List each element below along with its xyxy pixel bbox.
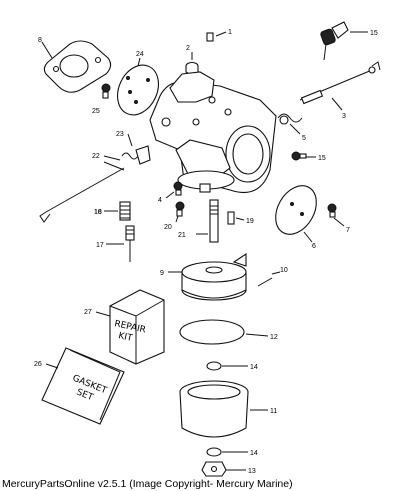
callout-8: 8 [38,37,42,44]
callout-13: 13 [248,468,256,475]
part-lever-15-top [320,21,349,61]
callout-19: 19 [246,218,254,225]
callout-5: 5 [302,135,306,142]
callout-22: 22 [92,153,100,160]
callout-labels: 1 2 3 4 5 6 7 8 9 10 11 12 13 14 14 15 1… [34,29,378,475]
part-washer-14-bottom [206,447,222,457]
callout-2: 2 [186,45,190,52]
part-screw-7 [327,203,337,218]
callout-10: 10 [280,267,288,274]
part-throttle-shaft [299,61,381,105]
part-screw-20 [175,201,185,217]
callout-24: 24 [136,51,144,58]
part-float-bowl-11 [179,380,249,438]
part-carburetor-body [149,71,277,194]
part-needle-17 [125,225,135,262]
callout-15-top: 15 [370,30,378,37]
callout-12: 12 [270,334,278,341]
callout-27: 27 [84,309,92,316]
callout-14-top: 14 [250,364,258,371]
callout-17: 17 [96,242,104,249]
callout-20: 20 [164,224,172,231]
callout-4: 4 [158,197,162,204]
part-jet-21 [209,199,219,243]
callout-9: 9 [160,270,164,277]
part-gasket-flange [43,40,112,93]
callout-11: 11 [270,408,277,415]
part-repair-kit-27: REPAIR KIT [109,289,165,365]
part-pin-19 [227,211,235,225]
part-link-rod-22 [39,161,125,223]
part-screw-16 [291,151,307,161]
callout-26: 26 [34,361,42,368]
callout-7: 7 [346,227,350,234]
part-throttle-plate [275,185,317,235]
part-spring-lever-23 [121,145,151,165]
repair-kit-label-line2: KIT [117,331,133,344]
callout-21: 21 [178,232,186,239]
callout-23: 23 [116,131,124,138]
part-bowl-gasket-12 [179,319,245,345]
callout-1: 1 [228,29,232,36]
callout-15-mid: 15 [318,155,326,162]
part-pin-1 [206,32,214,42]
part-screw-4 [173,181,183,196]
callout-14-bottom: 14 [250,450,258,457]
part-gasket-set-26: GASKET SET [41,347,125,425]
copyright-footer: MercuryPartsOnline v2.5.1 (Image Copyrig… [2,478,293,490]
part-spring-18 [119,201,131,221]
part-screw-25 [101,83,111,99]
callout-3: 3 [342,113,346,120]
part-nut-13 [201,461,227,477]
part-diaphragm-cover [117,64,159,116]
callout-25: 25 [92,108,100,115]
part-float-9 [181,252,247,301]
part-spring-5 [277,113,303,125]
part-pin-10 [257,277,273,287]
callout-16: 16 [94,209,102,216]
callout-18: 18 [94,209,102,216]
part-washer-14-top [206,361,222,371]
callout-6: 6 [312,243,316,250]
